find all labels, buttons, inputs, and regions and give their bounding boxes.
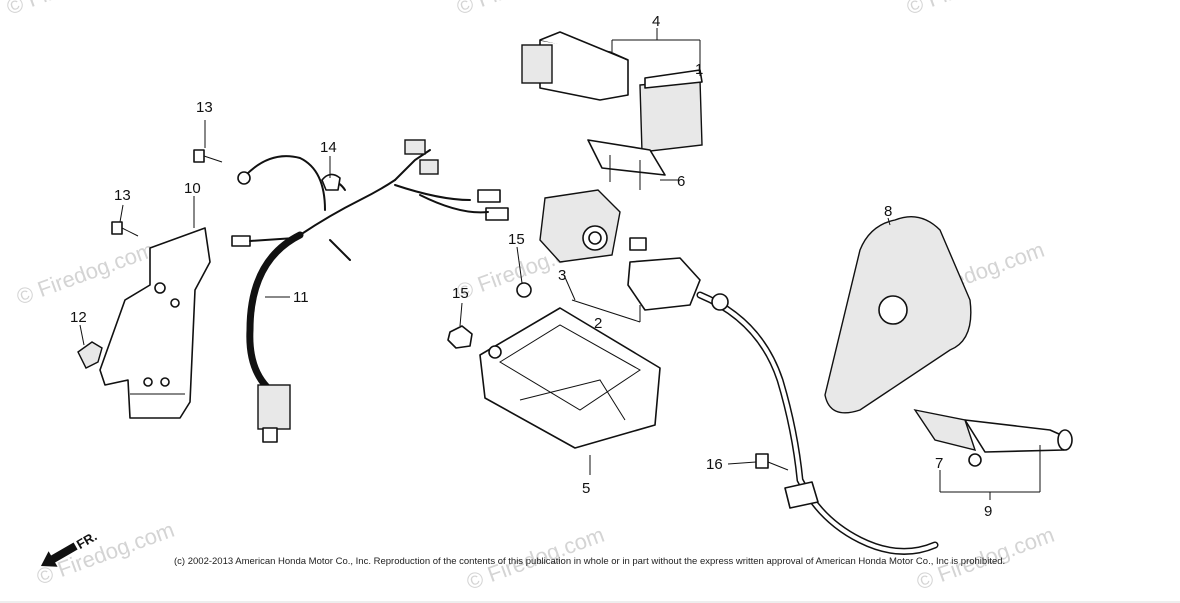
part-13-bolt-lower xyxy=(111,221,139,237)
part-8-cover xyxy=(824,216,972,414)
callout-6: 6 xyxy=(677,173,685,190)
part-16-bolt xyxy=(755,453,789,471)
part-2-sensor xyxy=(627,237,939,555)
watermark: © Firedog.com xyxy=(3,0,147,20)
part-5-tray xyxy=(479,307,661,449)
part-1-rubber-mount xyxy=(639,69,703,153)
callout-3: 3 xyxy=(558,267,566,284)
watermark: © Firedog.com xyxy=(33,517,177,590)
part-3-regulator xyxy=(539,189,621,263)
callout-15-lower: 15 xyxy=(452,285,469,302)
callout-5: 5 xyxy=(582,480,590,497)
callout-11: 11 xyxy=(293,289,309,306)
callout-8: 8 xyxy=(884,203,892,220)
arrow-left-icon xyxy=(40,542,78,567)
part-13-bolt-upper xyxy=(193,149,223,163)
part-12-clip xyxy=(77,341,103,369)
callout-12: 12 xyxy=(70,309,87,326)
callout-7: 7 xyxy=(935,455,943,472)
part-4-cdi-unit xyxy=(521,31,629,101)
part-15-nut-lower xyxy=(447,325,473,349)
callout-9: 9 xyxy=(984,503,992,520)
callouts: 4 1 6 8 3 2 5 13 13 10 11 12 14 15 15 16… xyxy=(70,13,992,520)
part-6-bracket xyxy=(587,139,666,190)
watermark: © Firedog.com xyxy=(903,0,1047,20)
callout-13-upper: 13 xyxy=(196,99,213,116)
leader-lines xyxy=(79,28,1041,500)
callout-15-upper: 15 xyxy=(508,231,525,248)
callout-16: 16 xyxy=(706,456,723,473)
callout-1: 1 xyxy=(695,61,703,78)
part-7-plug-cap xyxy=(913,408,1073,467)
part-11-wire-harness xyxy=(231,139,509,443)
part-14-clamp xyxy=(321,173,341,191)
callout-2: 2 xyxy=(594,315,602,332)
callout-10: 10 xyxy=(184,180,201,197)
part-10-bracket xyxy=(99,227,211,419)
callout-4: 4 xyxy=(652,13,660,30)
callout-14: 14 xyxy=(320,139,337,156)
callout-13-lower: 13 xyxy=(114,187,131,204)
copyright-notice: (c) 2002-2013 American Honda Motor Co., … xyxy=(174,556,1005,567)
part-15-nut-upper xyxy=(516,282,532,298)
watermark: © Firedog.com xyxy=(453,0,597,20)
